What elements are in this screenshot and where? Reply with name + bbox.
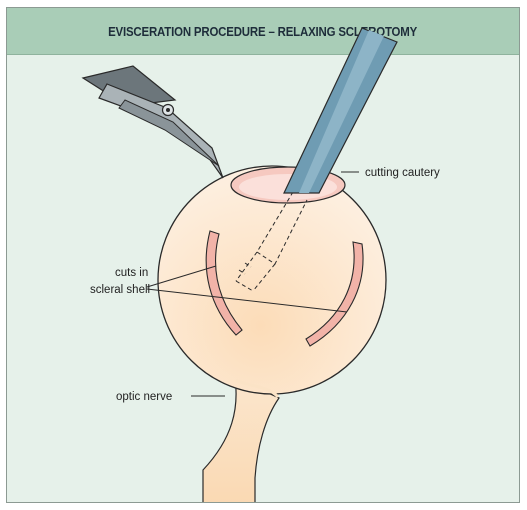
label-cuts-line2: scleral shell xyxy=(90,284,150,296)
optic-nerve-stalk xyxy=(203,378,279,503)
label-optic-nerve: optic nerve xyxy=(116,391,172,403)
eye-diagram: cutting cautery cuts in scleral shell op… xyxy=(7,8,520,503)
label-cutting-cautery: cutting cautery xyxy=(365,167,440,179)
scissors xyxy=(83,66,223,178)
label-cuts-line1: cuts in xyxy=(115,267,148,279)
figure-frame: EVISCERATION PROCEDURE – RELAXING SCLERO… xyxy=(6,7,520,503)
